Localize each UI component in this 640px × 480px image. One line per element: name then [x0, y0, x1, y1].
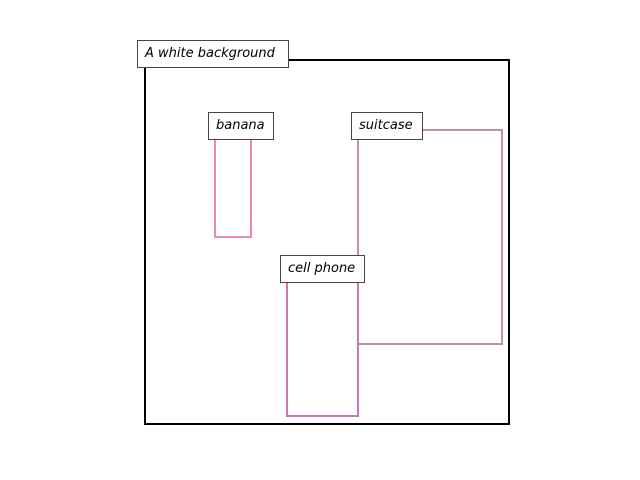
image-frame — [144, 59, 510, 425]
suitcase-bounding-box — [357, 129, 503, 345]
suitcase-label: suitcase — [351, 112, 423, 140]
cell-phone-bounding-box — [286, 272, 359, 417]
banana-label: banana — [208, 112, 274, 140]
cell-phone-label: cell phone — [280, 255, 365, 283]
banana-bounding-box — [214, 129, 252, 238]
caption-label: A white background — [137, 40, 289, 68]
